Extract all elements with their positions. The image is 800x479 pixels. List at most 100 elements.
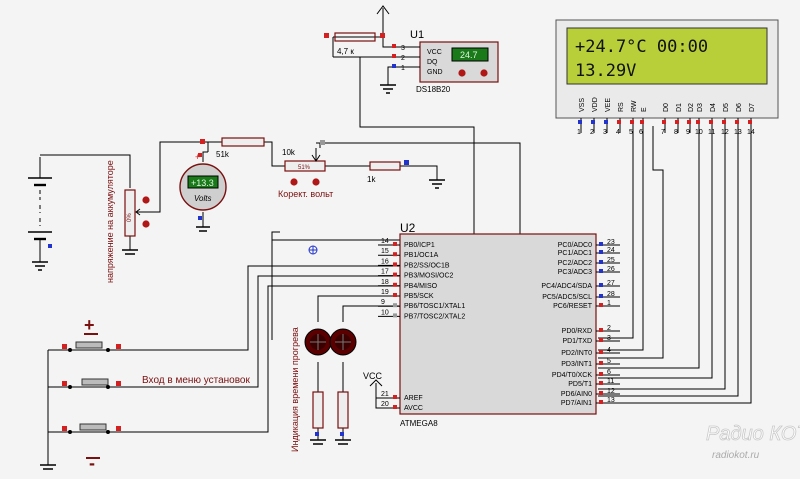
lcd-pin-state: [578, 120, 582, 124]
u2-pin-label: PB3/MOSI/OC2: [404, 273, 454, 280]
u2-pin-number: 2: [607, 325, 611, 332]
vcc-arrow-icon: [369, 379, 383, 387]
u2-pin-state: [599, 303, 603, 307]
u2-pin-state: [599, 260, 603, 264]
u2-body: [399, 233, 597, 415]
pot-adjust-down[interactable]: [290, 178, 298, 186]
u2-pin-number: 10: [381, 309, 389, 316]
u2-pin-state: [393, 313, 397, 318]
u2-pin-state: [599, 269, 603, 273]
menu-label: Вход в меню установок: [142, 375, 250, 386]
pot-label: Корект. вольт: [278, 189, 333, 199]
u2-pin-label: PD3/INT1: [561, 361, 592, 368]
lcd-pin-number: 14: [747, 129, 755, 136]
u2-pin-label: PC6/RESET: [553, 303, 593, 310]
lcd-pin-number: 5: [629, 129, 633, 136]
u2-pin-label: PC2/ADC2: [558, 260, 592, 267]
u2-pin-state: [599, 361, 603, 365]
lcd-pin-number: 8: [674, 129, 678, 136]
u2-pin-state: [599, 391, 603, 395]
lcd-line-2: 13.29V: [575, 61, 636, 81]
lcd-pins: VSS1VDD2VEE3RS4RW5E6D07D18D29D310D411D51…: [577, 97, 756, 136]
lcd-pin-label: RW: [631, 100, 638, 112]
lcd-pin-number: 10: [695, 129, 703, 136]
u1-sensor: U1 VCC DQ GND 3 2 1 24.7 DS18B20: [392, 29, 499, 94]
lcd-pin-state: [662, 120, 666, 124]
u2-pin-number: 18: [381, 279, 389, 286]
u2-pin-number: 5: [607, 358, 611, 365]
lcd-pin-label: D0: [663, 103, 670, 112]
voltmeter-unit: Volts: [194, 194, 212, 203]
batt-pot-down[interactable]: [142, 220, 150, 228]
watermark: Радио КОТ radiokot.ru: [706, 423, 800, 461]
potentiometer-10k[interactable]: 10k 51% Корект. вольт: [278, 140, 333, 199]
pot-adjust-up[interactable]: [312, 178, 320, 186]
u2-pin-label: PB1/OC1A: [404, 252, 439, 259]
battery-potentiometer[interactable]: 0% напряжение на аккумуляторе: [105, 160, 150, 283]
u2-pin-label: PC5/ADC5/SCL: [542, 294, 592, 301]
pot-value: 10k: [282, 148, 296, 157]
u2-pin-state: [599, 372, 603, 376]
u2-pin-state: [393, 293, 397, 297]
u2-pin-number: 21: [381, 391, 389, 398]
lcd-pin-number: 7: [661, 129, 665, 136]
button-menu[interactable]: [60, 378, 121, 389]
u2-pin-number: 13: [607, 397, 615, 404]
battery: [28, 177, 52, 241]
svg-text:+: +: [195, 152, 200, 162]
u2-pin-label: PD6/AIN0: [561, 391, 592, 398]
u1-button[interactable]: [458, 69, 466, 77]
u2-part: ATMEGA8: [400, 419, 438, 428]
u2-pin-number: 17: [381, 269, 389, 276]
u2-right-pins: 23PC0/ADC024PC1/ADC125PC2/ADC226PC3/ADC3…: [541, 239, 620, 407]
button-plus-label: +: [84, 315, 95, 335]
u2-pin-state: [393, 282, 397, 287]
lcd-pin-number: 13: [734, 129, 742, 136]
u2-pin-number: 12: [607, 388, 615, 395]
u2-pin-number: 4: [607, 347, 611, 354]
u2-pin-label: PB4/MISO: [404, 283, 438, 290]
u1-pin-number: 1: [401, 65, 405, 72]
u2-pin-label: PD0/RXD: [562, 328, 592, 335]
u2-pin-state: [599, 338, 603, 342]
lcd-pin-state: [748, 120, 752, 124]
battery-label: напряжение на аккумуляторе: [105, 160, 115, 283]
u2-pin-state: [393, 262, 397, 267]
resistor-51k: 51k: [200, 137, 265, 159]
lcd-pin-number: 1: [577, 129, 581, 136]
button-minus[interactable]: -: [60, 423, 121, 473]
lcd-pin-state: [604, 120, 608, 124]
u2-pin-label: PB0/ICP1: [404, 242, 435, 249]
lcd-pin-label: D3: [697, 103, 704, 112]
u2-pin-number: 26: [607, 266, 615, 273]
u2-pin-number: 24: [607, 247, 615, 254]
u2-pin-label: PB2/SS/OC1B: [404, 262, 450, 269]
batt-pot-up[interactable]: [142, 196, 150, 204]
u2-pin-label: PC4/ADC4/SDA: [541, 283, 592, 290]
u2-pin-number: 3: [607, 335, 611, 342]
button-plus[interactable]: +: [60, 315, 121, 352]
lcd-line-1: +24.7°C 00:00: [575, 37, 708, 57]
r-top-label: 4,7 к: [337, 47, 354, 56]
vcc-label: VCC: [363, 371, 383, 381]
u1-display: [451, 47, 489, 62]
u2-pin-label: PB7/TOSC2/XTAL2: [404, 313, 465, 320]
u2-pin-label: PD7/AIN1: [561, 400, 592, 407]
u2-pin-label: PC1/ADC1: [558, 250, 592, 257]
u2-pin-label: PC0/ADC0: [558, 242, 592, 249]
u2-pin-number: 16: [381, 258, 389, 265]
lcd-pin-label: D1: [676, 103, 683, 112]
u1-button[interactable]: [480, 69, 488, 77]
lcd-pin-state: [735, 120, 739, 124]
watermark-logo: Радио КОТ: [706, 423, 800, 445]
lcd-pin-state: [617, 120, 621, 124]
u2-pin-number: 27: [607, 280, 615, 287]
u2-pin-label: PB5/SCK: [404, 293, 434, 300]
lcd-module: +24.7°C 00:00 13.29V VSS1VDD2VEE3RS4RW5E…: [555, 19, 779, 136]
u2-pin-state: [599, 250, 603, 254]
u2-pin-state: [393, 405, 397, 409]
r-51k-label: 51k: [216, 150, 230, 159]
lcd-pin-label: RS: [618, 102, 625, 112]
